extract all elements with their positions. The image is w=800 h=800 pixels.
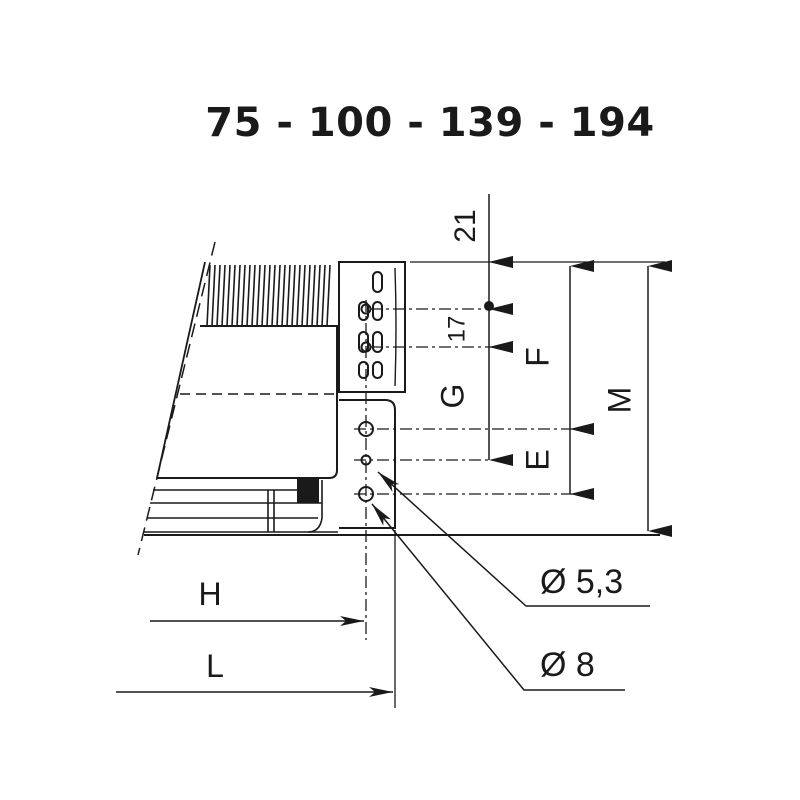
runner-rails	[144, 480, 338, 533]
hatch-line	[266, 264, 271, 327]
hatch-line	[291, 264, 296, 327]
leader-hole-large	[371, 503, 625, 691]
hatch-line	[306, 264, 311, 327]
hatch-line	[231, 264, 236, 327]
reference-lines	[354, 261, 665, 708]
hatch-line	[281, 264, 286, 327]
drawer-side-edge	[156, 261, 206, 479]
dim-f-label: F	[519, 347, 555, 367]
hatch-line	[321, 264, 326, 327]
dim-g-label: G	[434, 384, 470, 409]
hatch-line	[261, 264, 266, 327]
side-bracket	[339, 399, 396, 529]
page-title: 75 - 100 - 139 - 194	[205, 100, 655, 146]
dim-l-label: L	[206, 648, 224, 684]
hatch-line	[301, 264, 306, 327]
front-plate	[338, 261, 406, 393]
hatch-line	[256, 264, 261, 327]
hatch-line	[226, 264, 231, 327]
hole-small-label: Ø 5,3	[540, 563, 623, 601]
hatch-line	[286, 264, 291, 327]
leader-hole-small	[377, 471, 650, 607]
drawer-body	[157, 325, 338, 479]
dim-m-label: M	[601, 387, 637, 414]
hatch-line	[211, 264, 216, 327]
hole-large-label: Ø 8	[540, 646, 595, 684]
hatch-line	[326, 264, 331, 327]
hatch-line	[216, 264, 221, 327]
hatch-line	[251, 264, 256, 327]
runner-block	[297, 479, 319, 503]
hatch-line	[311, 264, 316, 327]
hatch-line	[206, 264, 211, 327]
dim-17-label: 17	[443, 316, 470, 343]
hatch-line	[296, 264, 301, 327]
hatch-line	[316, 264, 321, 327]
dim-e-label: E	[519, 449, 555, 470]
plate-slots	[358, 267, 397, 387]
break-line-outer	[137, 241, 216, 556]
hatch-line	[241, 264, 246, 327]
dim-21-label: 21	[449, 209, 482, 242]
hatch-line	[271, 264, 276, 327]
dim-h-label: H	[198, 576, 221, 612]
hatch-line	[246, 264, 251, 327]
drawer-hatching	[206, 264, 331, 327]
hatch-line	[221, 264, 226, 327]
hatch-line	[236, 264, 241, 327]
hatch-line	[276, 264, 281, 327]
